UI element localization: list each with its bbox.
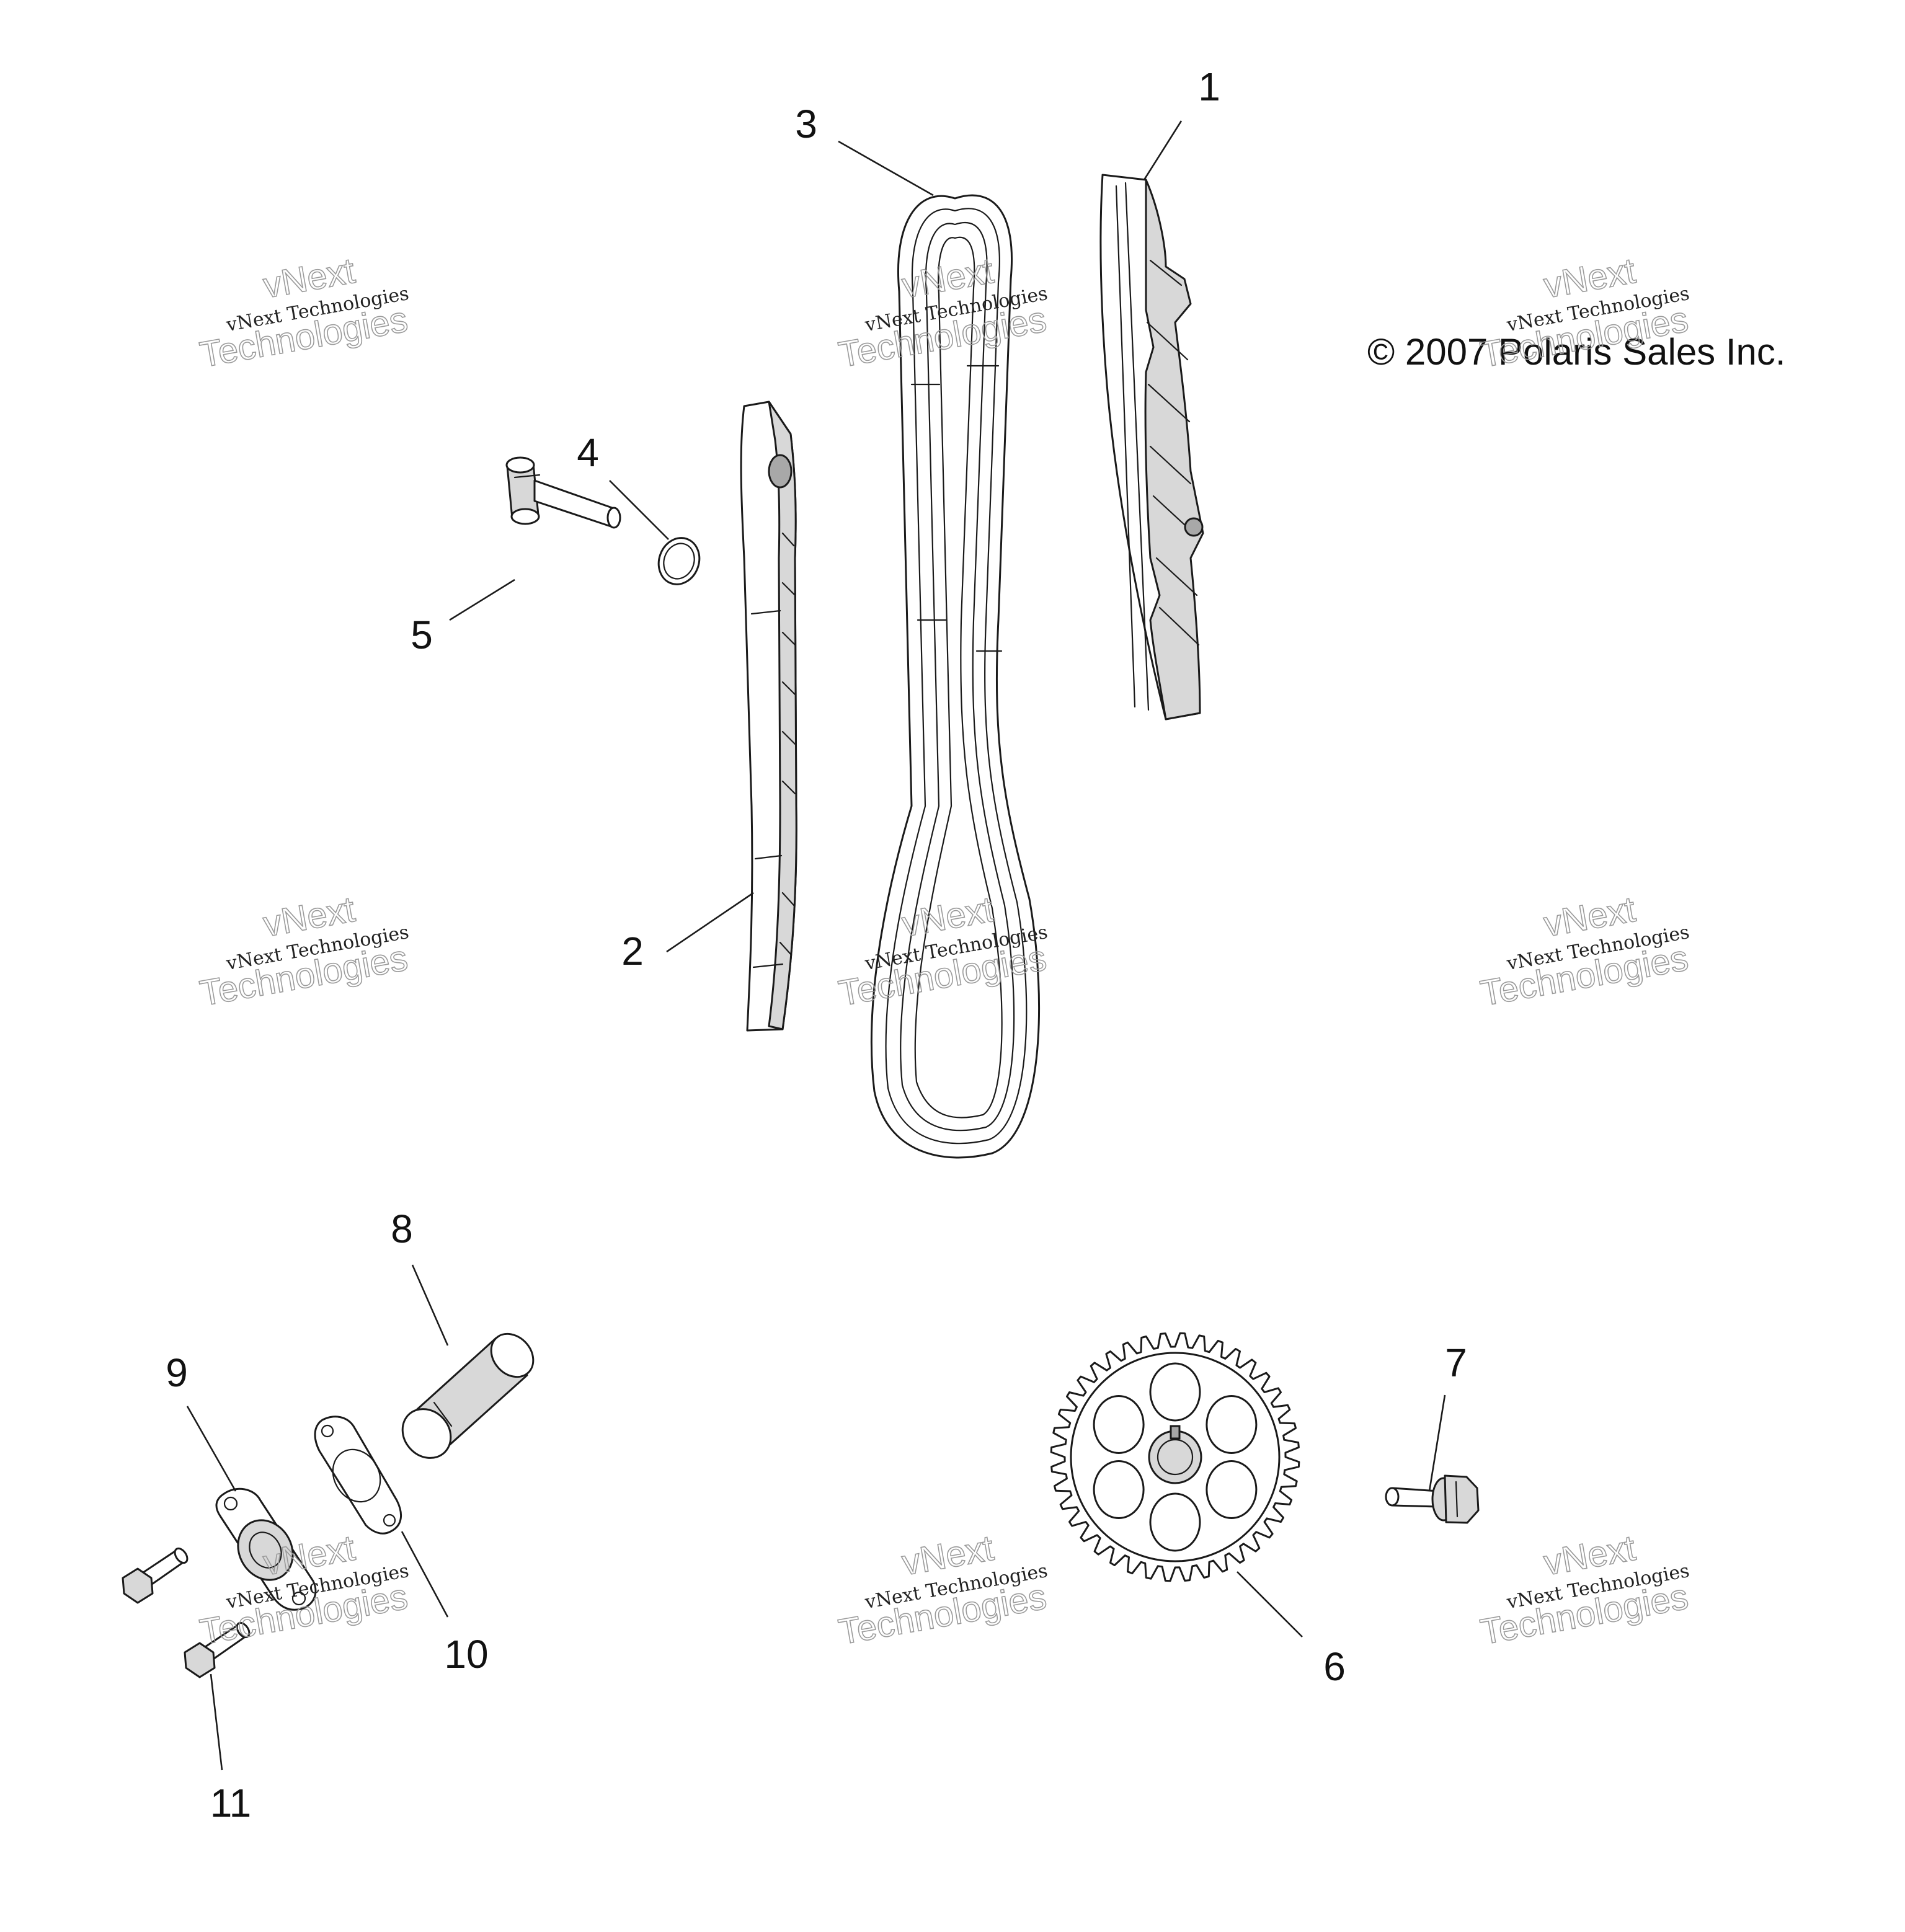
gasket — [314, 1416, 402, 1535]
callout-2: 2 — [621, 929, 644, 973]
leader-10 — [401, 1531, 449, 1618]
callout-8: 8 — [391, 1207, 413, 1251]
watermark-9: vNext vNext Technologies Technologies — [1477, 1527, 1692, 1653]
timing-chain — [870, 194, 1041, 1159]
chain-guide-left — [740, 401, 797, 1032]
watermark-8: vNext vNext Technologies Technologies — [835, 1527, 1050, 1653]
leader-11 — [210, 1673, 223, 1771]
callout-1: 1 — [1198, 64, 1220, 109]
sprocket-hole — [1093, 1395, 1145, 1454]
leader-lines — [186, 120, 1446, 1771]
callout-7: 7 — [1445, 1340, 1467, 1385]
pivot-bolt — [505, 456, 621, 529]
callout-5: 5 — [411, 613, 433, 657]
watermark-1: vNext vNext Technologies Technologies — [197, 250, 411, 376]
leader-6 — [1237, 1571, 1303, 1637]
leader-9 — [186, 1406, 237, 1492]
callout-10: 10 — [444, 1632, 488, 1677]
callout-3: 3 — [795, 102, 817, 146]
leader-1 — [1143, 120, 1183, 180]
leader-5 — [449, 578, 515, 621]
leader-3 — [838, 140, 934, 197]
leader-7 — [1428, 1394, 1446, 1492]
callout-9: 9 — [166, 1350, 188, 1395]
cam-sprocket — [1050, 1332, 1300, 1582]
tensioner-cover — [215, 1487, 317, 1611]
watermark-4: vNext vNext Technologies Technologies — [197, 888, 411, 1014]
leader-2 — [666, 892, 754, 953]
chain-guide-right — [1099, 174, 1204, 720]
sprocket-hole — [1093, 1460, 1145, 1519]
callout-4: 4 — [577, 430, 599, 475]
callout-11: 11 — [210, 1781, 251, 1825]
chain-tensioner — [401, 1332, 535, 1459]
bolt-upper — [122, 1547, 189, 1604]
leader-4 — [609, 480, 669, 540]
sprocket-bolt — [1385, 1474, 1480, 1524]
copyright-notice: © 2007 Polaris Sales Inc. — [1367, 331, 1786, 373]
sprocket-hole — [1149, 1492, 1201, 1552]
watermark-7: vNext vNext Technologies Technologies — [197, 1527, 411, 1653]
callout-6: 6 — [1323, 1644, 1346, 1689]
leader-8 — [411, 1264, 449, 1346]
bolt-lower — [184, 1621, 251, 1678]
watermark-5: vNext vNext Technologies Technologies — [835, 888, 1050, 1014]
sprocket-hole — [1149, 1362, 1201, 1422]
sprocket-hole — [1206, 1395, 1258, 1454]
o-ring — [657, 537, 701, 585]
callouts: 1 2 3 4 5 6 7 8 9 10 11 — [166, 64, 1467, 1825]
sprocket-hole — [1206, 1460, 1258, 1519]
watermark-6: vNext vNext Technologies Technologies — [1477, 888, 1692, 1014]
watermark-2: vNext vNext Technologies Technologies — [835, 250, 1050, 376]
